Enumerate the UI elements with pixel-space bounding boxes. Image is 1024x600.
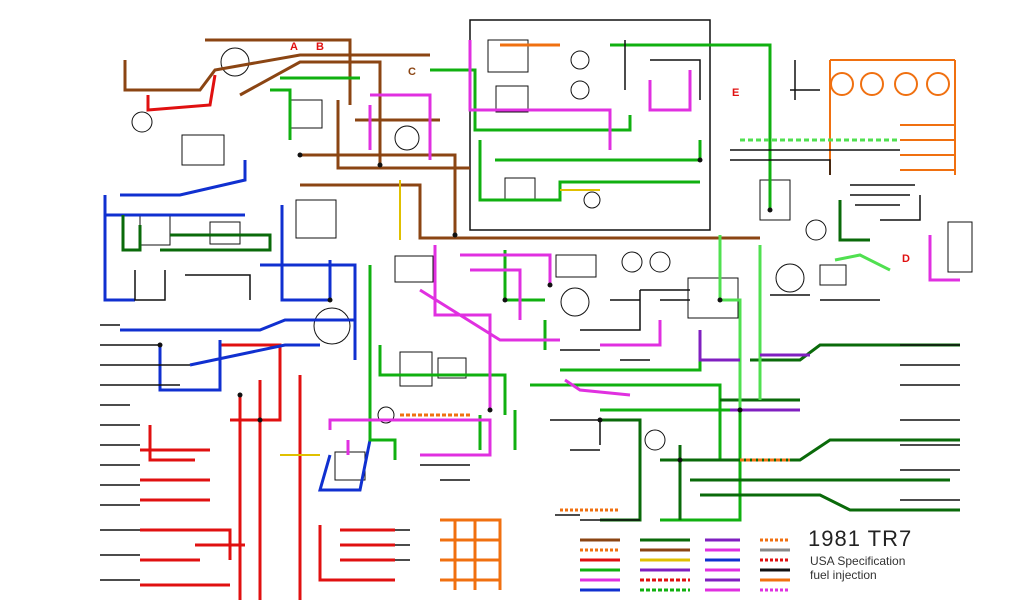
connector-d-label: D	[902, 253, 910, 265]
colour-key	[580, 538, 790, 592]
diagram-subtitle-spec: USA Specification	[810, 554, 906, 568]
title-block: 1981 TR7 USA Specification fuel injectio…	[808, 526, 1018, 598]
orange-wires	[400, 43, 790, 590]
diagram-title: 1981 TR7	[808, 526, 913, 551]
fuel-injection-subdiagram	[469, 19, 711, 231]
connector-e-label: E	[732, 87, 739, 99]
instrument-cluster	[829, 59, 956, 175]
light-green-wires	[718, 138, 900, 410]
black-wires	[100, 40, 960, 581]
component-outlines	[131, 47, 973, 481]
yellow-wires	[280, 180, 600, 456]
brown-wires	[123, 38, 760, 240]
connector-a-label: A	[290, 41, 298, 53]
connector-labels: A B C D E	[290, 41, 910, 265]
magenta-wires	[328, 40, 960, 457]
diagram-subtitle-fuel: fuel injection	[810, 568, 877, 582]
junction-dots	[157, 152, 773, 463]
blue-wires	[103, 160, 372, 492]
connector-c-label: C	[408, 66, 416, 78]
red-wires	[140, 74, 395, 600]
connector-b-label: B	[316, 41, 324, 53]
